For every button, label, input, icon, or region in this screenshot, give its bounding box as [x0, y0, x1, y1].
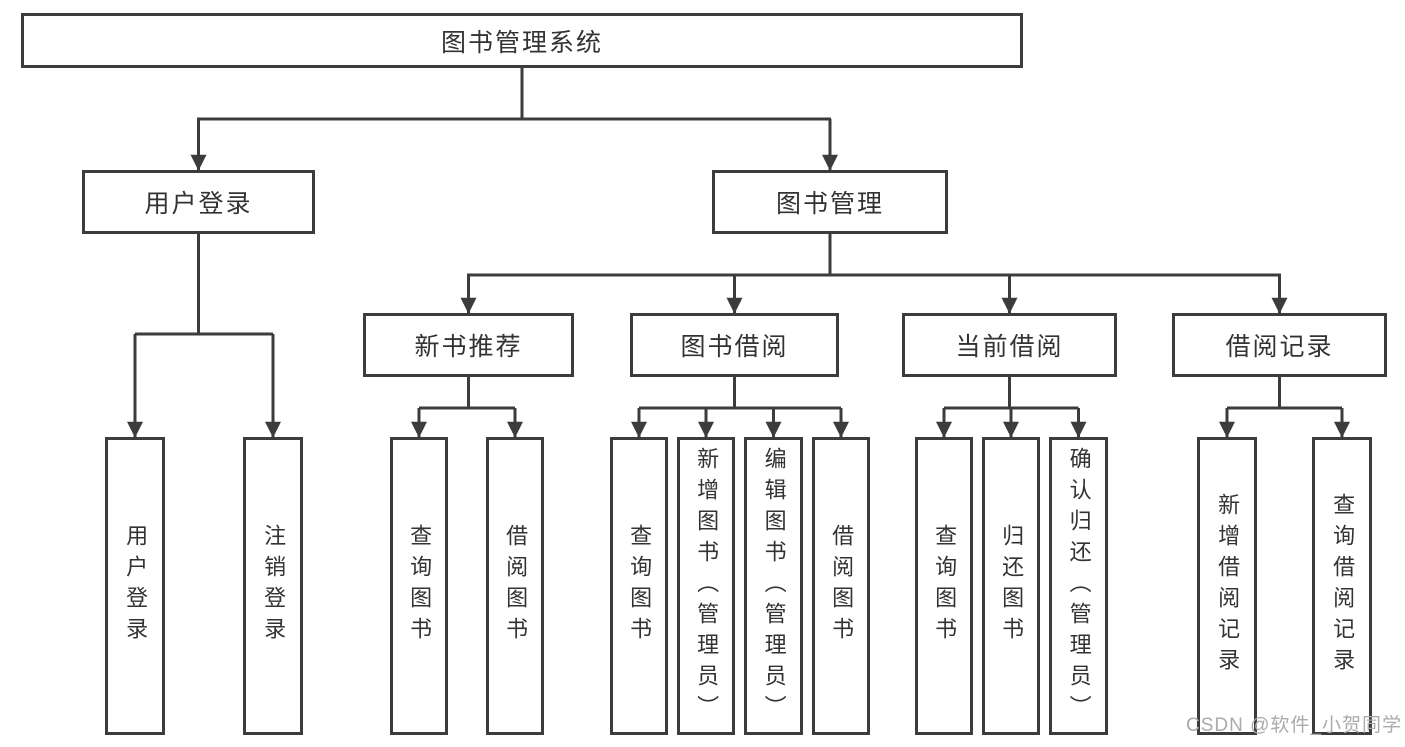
- node-book-management: 图书管理: [712, 170, 948, 234]
- node-label: 图书管理: [775, 190, 884, 218]
- node-label: 当前借阅: [955, 333, 1064, 361]
- node-label: 借阅图书: [503, 524, 529, 648]
- leaf-current-return-books: 归还图书: [982, 437, 1040, 735]
- node-label: 确认归还（管理员）: [1066, 446, 1092, 726]
- leaf-current-confirm-return-admin: 确认归还（管理员）: [1049, 437, 1108, 735]
- node-label: 新书推荐: [414, 333, 523, 361]
- branch-lines: [135, 68, 1342, 410]
- node-label: 新增借阅记录: [1215, 493, 1241, 679]
- arrow-lines: [127, 119, 1350, 438]
- leaf-borrow-add-books-admin: 新增图书（管理员）: [677, 437, 735, 735]
- leaf-newbook-borrow-books: 借阅图书: [486, 437, 544, 735]
- leaf-borrow-query-books: 查询图书: [610, 437, 668, 735]
- node-label: 借阅图书: [829, 524, 855, 648]
- leaf-borrow-edit-books-admin: 编辑图书（管理员）: [744, 437, 803, 735]
- node-user-login: 用户登录: [82, 170, 315, 234]
- leaf-current-query-books: 查询图书: [915, 437, 973, 735]
- node-label: 新增图书（管理员）: [694, 446, 720, 726]
- node-label: 用户登录: [123, 524, 149, 648]
- watermark: CSDN @软件_小贺同学: [1186, 715, 1402, 736]
- node-label: 图书管理系统: [440, 28, 603, 57]
- leaf-records-add-record: 新增借阅记录: [1197, 437, 1257, 735]
- node-label: 查询借阅记录: [1330, 493, 1356, 679]
- node-new-book-recommend: 新书推荐: [363, 313, 574, 377]
- node-label: 编辑图书（管理员）: [761, 446, 787, 726]
- node-label: 用户登录: [144, 190, 253, 218]
- node-borrow-records: 借阅记录: [1172, 313, 1387, 377]
- node-label: 查询图书: [932, 524, 958, 648]
- leaf-newbook-query-books: 查询图书: [390, 437, 448, 735]
- leaf-borrow-borrow-books: 借阅图书: [812, 437, 870, 735]
- leaf-records-query-record: 查询借阅记录: [1312, 437, 1372, 735]
- node-label: 借阅记录: [1225, 333, 1334, 361]
- node-label: 查询图书: [627, 524, 653, 648]
- node-library-system: 图书管理系统: [21, 13, 1023, 68]
- leaf-logout: 注销登录: [243, 437, 303, 735]
- node-label: 查询图书: [407, 524, 433, 648]
- node-label: 归还图书: [999, 524, 1025, 648]
- leaf-user-login: 用户登录: [105, 437, 165, 735]
- node-label: 注销登录: [261, 524, 287, 648]
- node-current-borrow: 当前借阅: [902, 313, 1117, 377]
- node-book-borrow: 图书借阅: [630, 313, 839, 377]
- node-label: 图书借阅: [680, 333, 789, 361]
